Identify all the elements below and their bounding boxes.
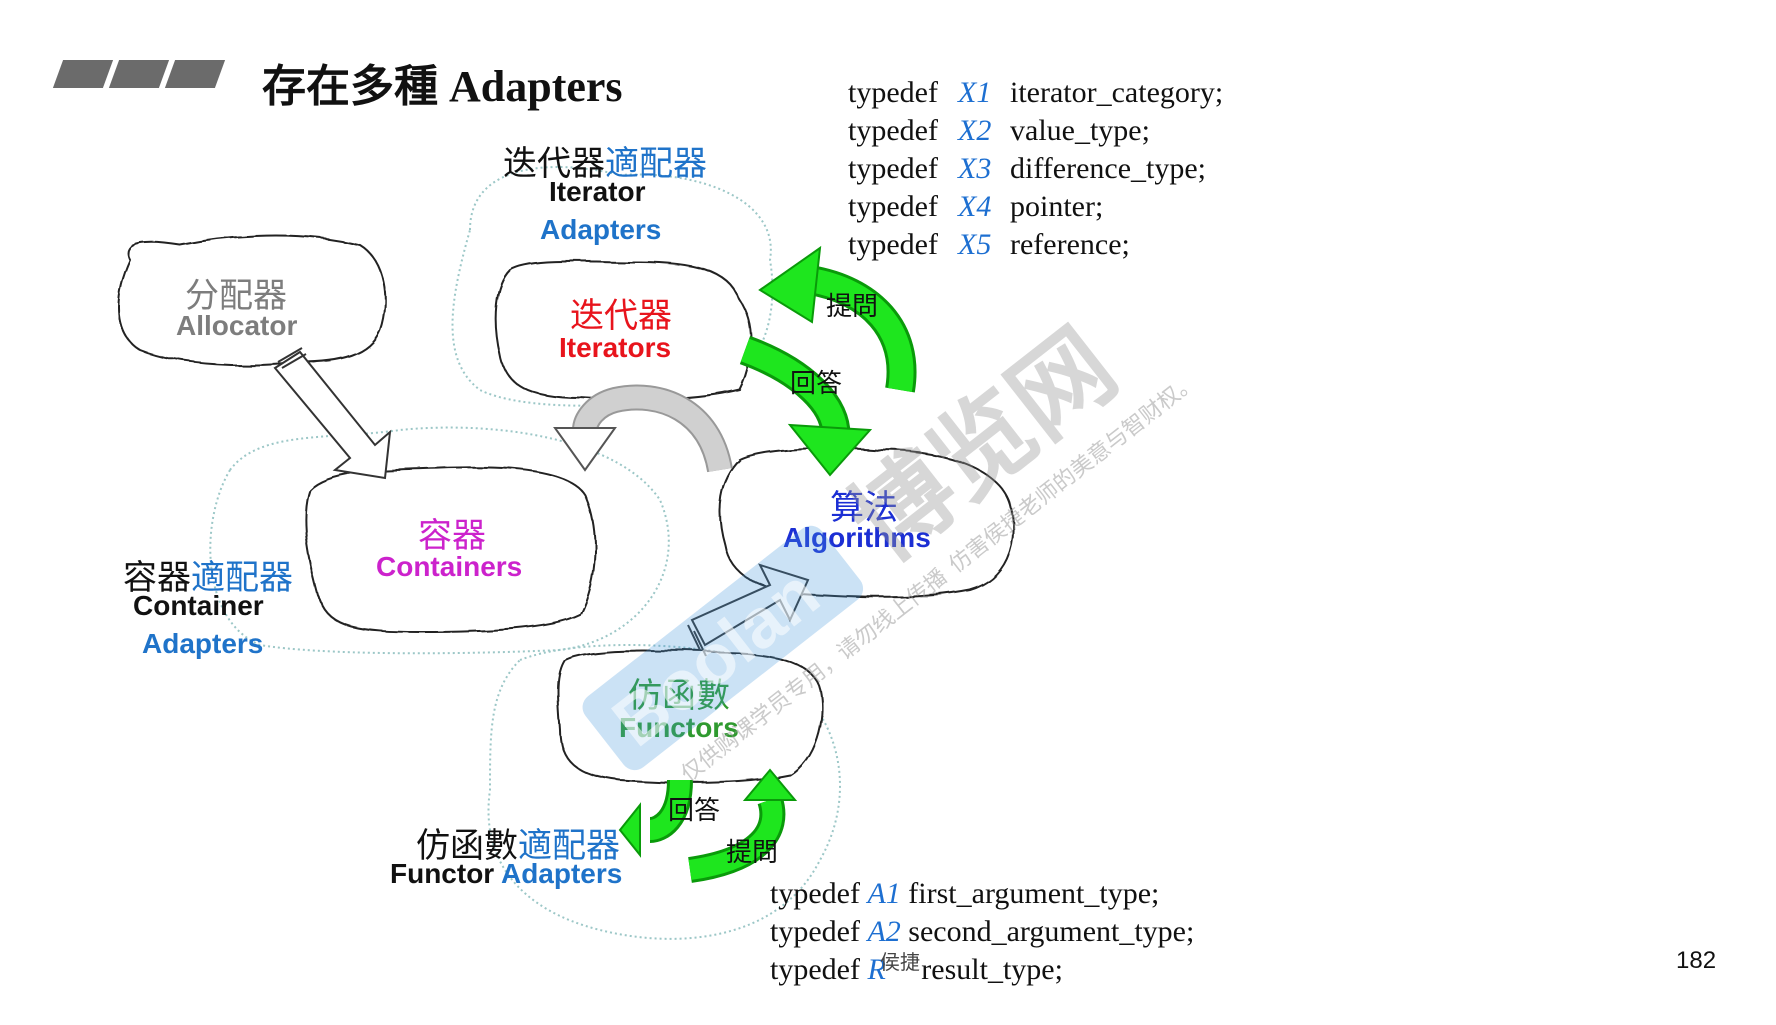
functor-typedef-row: typedef R result_type;侯捷 [770, 950, 1194, 989]
typedef-name: result_type; [921, 953, 1063, 986]
containers-label-zh: 容器 [418, 516, 486, 556]
iterators-label-zh: 迭代器 [570, 296, 672, 336]
ask-label-top: 提問 [826, 292, 879, 322]
typedef-name: second_argument_type; [908, 915, 1195, 948]
allocator-to-containers-arrow [273, 347, 392, 480]
functor-adapter-outline [487, 644, 841, 940]
typedef-name: difference_type; [1010, 152, 1207, 185]
iterator-typedef-row: typedef X4 pointer; [848, 188, 1223, 226]
allocator-cloud [117, 234, 386, 367]
iterators-containers-curve-arrow [553, 384, 733, 473]
iterator-adapter-zh-a: 迭代器 [503, 144, 605, 184]
functor-adapter-en-b: Adapters [500, 858, 623, 889]
typedef-keyword: typedef [770, 915, 860, 948]
typedef-keyword: typedef [770, 953, 860, 986]
iterators-cloud [494, 260, 753, 401]
allocator-label-en: Allocator [176, 310, 298, 341]
typedef-var: A1 [867, 877, 901, 910]
functor-adapter-label-zh: 仿函數適配器 [416, 818, 620, 867]
iterator-adapter-en-b: Adapters [540, 214, 662, 245]
iterator-adapter-label-zh: 迭代器適配器 [503, 136, 707, 185]
typedef-name: reference; [1010, 228, 1130, 261]
typedef-var: X2 [958, 114, 992, 147]
iterator-adapter-en-a: Iterator [549, 176, 646, 207]
ask-label-bottom: 提問 [726, 838, 779, 868]
answer-label-top: 回答 [790, 369, 843, 399]
page-title: 存在多種 Adapters [262, 62, 623, 111]
iterator-typedef-row: typedef X5 reference; [848, 226, 1223, 264]
container-adapter-label-zh: 容器適配器 [123, 550, 293, 599]
typedef-var: R [867, 953, 886, 986]
typedef-keyword: typedef [770, 877, 860, 910]
iterator-typedef-row: typedef X3 difference_type; [848, 150, 1223, 188]
iterators-label-en: Iterators [559, 332, 672, 363]
functor-typedefs: typedef A1 first_argument_type; typedef … [770, 875, 1194, 989]
iterator-adapter-zh-b: 適配器 [605, 144, 707, 184]
typedef-name: value_type; [1010, 114, 1150, 147]
overlay-small-text: 侯捷 [880, 950, 920, 974]
algorithms-label-zh: 算法 [830, 488, 898, 528]
typedef-var: X5 [958, 228, 992, 261]
allocator-label-zh: 分配器 [185, 276, 287, 316]
functor-adapter-zh-a: 仿函數 [416, 826, 518, 866]
functor-typedef-row: typedef A2 second_argument_type; [770, 913, 1194, 951]
typedef-keyword: typedef [848, 76, 938, 109]
ask-arrow-bottom [687, 768, 798, 883]
container-adapter-zh-b: 適配器 [191, 558, 293, 598]
typedef-var: A2 [867, 915, 901, 948]
page-number: 182 [1676, 947, 1717, 974]
typedef-name: iterator_category; [1010, 76, 1224, 109]
typedef-var: X4 [958, 190, 992, 223]
typedef-var: X1 [958, 76, 992, 109]
typedef-keyword: typedef [848, 228, 938, 261]
container-adapter-outline [209, 426, 670, 655]
containers-label-en: Containers [376, 551, 523, 582]
answer-label-bottom: 回答 [668, 796, 721, 826]
typedef-keyword: typedef [848, 190, 938, 223]
container-adapter-en-a: Container [133, 590, 264, 621]
functor-adapter-en: Functor Adapters [390, 858, 622, 890]
container-adapter-zh-a: 容器 [123, 558, 191, 598]
functors-label-zh: 仿函數 [628, 676, 730, 716]
typedef-keyword: typedef [848, 152, 938, 185]
answer-arrow-bottom [618, 779, 693, 858]
answer-arrow-top [739, 335, 873, 477]
functors-cloud [556, 649, 823, 784]
iterator-typedef-row: typedef X2 value_type; [848, 112, 1223, 150]
functors-to-algorithms-arrow [687, 563, 810, 657]
iterator-adapter-outline [451, 166, 774, 407]
algorithms-cloud [719, 447, 1015, 599]
functors-label-en: Functors [619, 712, 739, 743]
functor-typedef-row: typedef A1 first_argument_type; [770, 875, 1194, 913]
container-adapter-en-b: Adapters [142, 628, 264, 659]
containers-cloud [304, 466, 596, 634]
ask-arrow-top [758, 245, 917, 393]
typedef-name: pointer; [1010, 190, 1104, 223]
typedef-var: X3 [958, 152, 992, 185]
typedef-name: first_argument_type; [908, 877, 1160, 910]
functor-adapter-en-a: Functor [390, 858, 495, 889]
typedef-keyword: typedef [848, 114, 938, 147]
iterator-typedef-row: typedef X1 iterator_category; [848, 74, 1223, 112]
algorithms-label-en: Algorithms [783, 522, 931, 553]
functor-adapter-zh-b: 適配器 [518, 826, 620, 866]
